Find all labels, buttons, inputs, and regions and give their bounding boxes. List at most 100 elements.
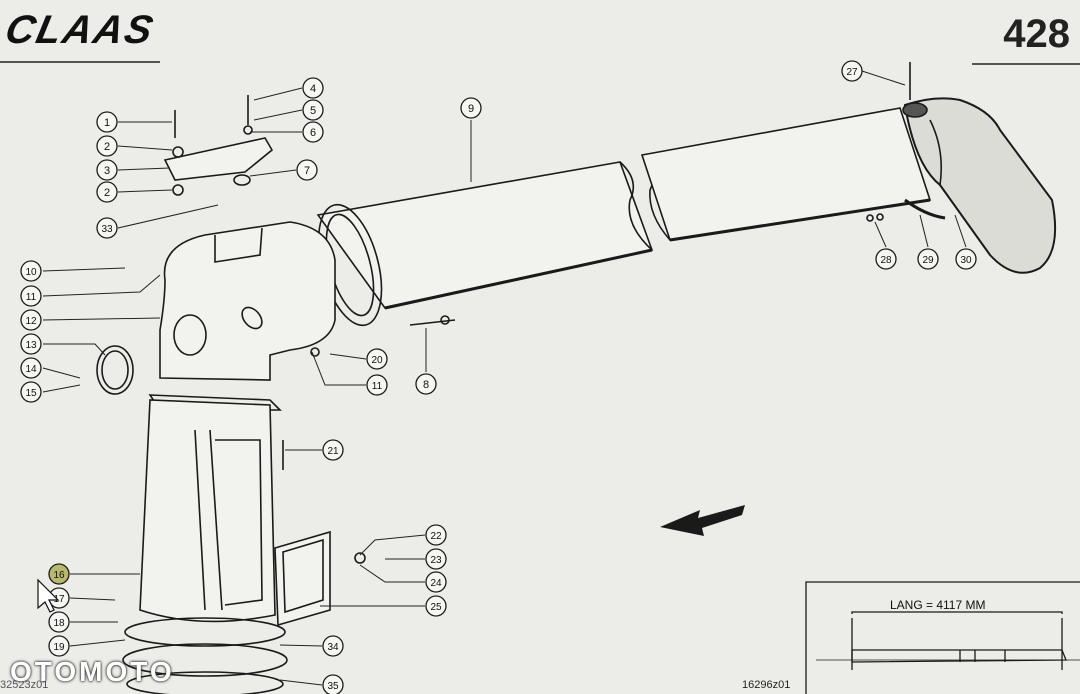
callout-11: 11 bbox=[20, 285, 42, 307]
callout-label: 13 bbox=[25, 340, 37, 351]
callout-circle bbox=[302, 121, 324, 143]
callout-circle bbox=[48, 635, 70, 657]
callout-11: 11 bbox=[366, 374, 388, 396]
callout-circle bbox=[322, 635, 344, 657]
elbow-port bbox=[241, 306, 263, 330]
callout-17: 17 bbox=[48, 587, 70, 609]
elbow-inspection-cover bbox=[173, 314, 207, 356]
callout-circle bbox=[917, 248, 939, 270]
callout-circle bbox=[425, 548, 447, 570]
callout-34: 34 bbox=[322, 635, 344, 657]
callout-5: 5 bbox=[302, 99, 324, 121]
callout-circle bbox=[48, 563, 70, 585]
lower-flange-3 bbox=[126, 671, 284, 694]
leader-lines bbox=[42, 70, 967, 686]
callout-circle bbox=[302, 99, 324, 121]
callout-circle bbox=[415, 373, 437, 395]
callout-circle bbox=[955, 248, 977, 270]
callout-label: 28 bbox=[880, 255, 892, 266]
otomoto-watermark: OTOMOTO bbox=[10, 656, 175, 687]
vertical-tube-rib bbox=[194, 429, 223, 611]
direction-arrow bbox=[660, 505, 745, 536]
callout-label: 5 bbox=[310, 105, 316, 117]
callout-circle bbox=[20, 285, 42, 307]
callout-21: 21 bbox=[322, 439, 344, 461]
nut-2a bbox=[172, 146, 184, 158]
callout-label: 12 bbox=[25, 316, 37, 327]
callout-label: 24 bbox=[430, 578, 442, 589]
callout-15: 15 bbox=[20, 381, 42, 403]
nut-8 bbox=[440, 315, 450, 325]
callout-circle bbox=[96, 181, 118, 203]
ring-13-inner bbox=[101, 350, 129, 390]
callout-24: 24 bbox=[425, 571, 447, 593]
callout-label: 2 bbox=[104, 141, 110, 153]
callout-27: 27 bbox=[841, 60, 863, 82]
callout-label: 1 bbox=[104, 117, 110, 129]
callout-circle bbox=[48, 611, 70, 633]
callout-label: 14 bbox=[25, 364, 37, 375]
vertical-tube-window bbox=[215, 439, 263, 606]
callout-18: 18 bbox=[48, 611, 70, 633]
callout-label: 8 bbox=[423, 379, 429, 391]
callout-label: 17 bbox=[53, 594, 65, 605]
callout-label: 27 bbox=[846, 67, 858, 78]
callout-28: 28 bbox=[875, 248, 897, 270]
callout-14: 14 bbox=[20, 357, 42, 379]
callout-circle bbox=[425, 524, 447, 546]
detail-inset bbox=[805, 581, 1080, 694]
callout-circle bbox=[460, 97, 482, 119]
lower-flange-2 bbox=[122, 643, 288, 677]
tube-section-1-shadow bbox=[384, 248, 653, 310]
drawing-code: 16296z01 bbox=[742, 679, 791, 691]
spout-hood bbox=[903, 97, 1057, 274]
vertical-tube bbox=[139, 399, 276, 623]
callout-label: 2 bbox=[104, 187, 110, 199]
callout-circle bbox=[20, 309, 42, 331]
callout-7: 7 bbox=[296, 159, 318, 181]
callout-label: 7 bbox=[304, 165, 310, 177]
bolt-lines bbox=[174, 62, 911, 470]
callout-label: 23 bbox=[430, 555, 442, 566]
mount-bracket bbox=[163, 137, 274, 181]
callout-label: 19 bbox=[53, 642, 65, 653]
callout-16: 16 bbox=[48, 563, 70, 585]
callout-label: 18 bbox=[53, 618, 65, 629]
mouse-cursor-icon bbox=[37, 578, 60, 613]
callout-label: 30 bbox=[960, 255, 972, 266]
callout-label: 9 bbox=[468, 103, 474, 115]
callout-12: 12 bbox=[20, 309, 42, 331]
page-number: 428 bbox=[1003, 12, 1070, 56]
cover-plate-inner bbox=[282, 538, 324, 614]
tube-section-2-shadow bbox=[669, 198, 931, 242]
spout-clamp bbox=[902, 102, 928, 118]
callout-circle bbox=[322, 674, 344, 694]
lower-flange-1 bbox=[124, 617, 286, 647]
elbow-housing bbox=[159, 221, 336, 381]
callout-circle bbox=[20, 260, 42, 282]
callout-label: 11 bbox=[372, 381, 383, 392]
length-dimension-label: LANG = 4117 MM bbox=[890, 598, 986, 612]
callout-circle bbox=[96, 135, 118, 157]
callout-6: 6 bbox=[302, 121, 324, 143]
bushing-7 bbox=[233, 174, 251, 186]
ring-13 bbox=[96, 345, 134, 395]
callout-label: 10 bbox=[25, 267, 37, 278]
callout-label: 35 bbox=[327, 681, 339, 692]
callout-circle bbox=[322, 439, 344, 461]
left-drawing-code: 32523z01 bbox=[0, 679, 49, 691]
callout-label: 16 bbox=[53, 570, 65, 581]
callout-circle bbox=[96, 217, 118, 239]
callout-4: 4 bbox=[302, 77, 324, 99]
washer-28 bbox=[876, 213, 884, 221]
callout-circle bbox=[96, 159, 118, 181]
callout-circle bbox=[366, 348, 388, 370]
callout-9: 9 bbox=[460, 97, 482, 119]
auger-drawing bbox=[96, 62, 1057, 694]
callout-circle bbox=[296, 159, 318, 181]
callout-label: 25 bbox=[430, 602, 442, 613]
callout-label: 11 bbox=[26, 292, 37, 303]
nut-28 bbox=[866, 214, 874, 222]
